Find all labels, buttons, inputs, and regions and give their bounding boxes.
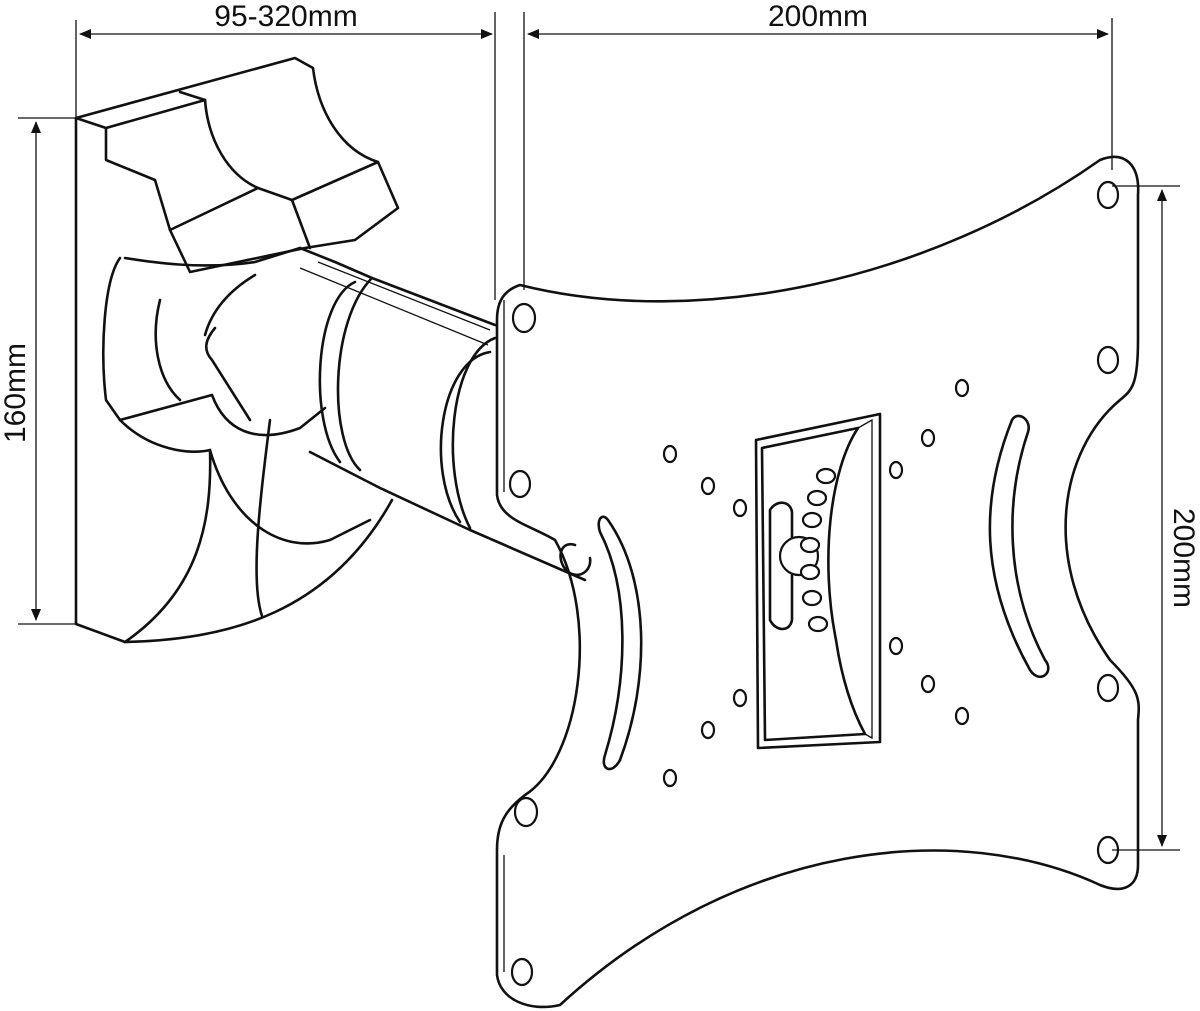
- tilt-slot: [768, 501, 794, 631]
- arm-slide-line: [299, 261, 491, 346]
- vesa-hole: [662, 444, 678, 464]
- arm-collar-4: [451, 336, 497, 530]
- adjust-hole: [815, 467, 837, 485]
- arm-bottom-edge: [308, 450, 587, 582]
- dimension-lines: 95-320mm 200mm 160mm 200mm: [0, 0, 1200, 851]
- vesa-hole: [732, 498, 748, 518]
- curved-slot-right: [988, 414, 1050, 678]
- lower-knuckle-body: [118, 418, 372, 644]
- dim-plate-width-label: 200mm: [768, 0, 868, 33]
- top-cap-seam: [178, 90, 312, 250]
- lower-knuckle-inner: [123, 246, 302, 402]
- adjust-hole: [806, 489, 828, 507]
- mounting-hole-low-right: [1096, 673, 1120, 703]
- adjust-hole: [801, 511, 823, 529]
- mounting-hole-mid-left: [508, 469, 532, 499]
- mounting-hole-bottom-left: [510, 957, 534, 987]
- dim-wall-plate-height-label: 160mm: [0, 343, 32, 443]
- vesa-hole: [662, 768, 678, 788]
- mounting-hole-mid-right: [1096, 345, 1120, 375]
- tilt-bracket-inner: [760, 426, 867, 742]
- vesa-hole: [732, 688, 748, 708]
- tilt-bracket-rim: [857, 418, 873, 740]
- vesa-hole: [700, 720, 716, 740]
- extension-arm: [298, 246, 592, 582]
- vesa-hole: [888, 460, 904, 480]
- arm-top-edge: [298, 246, 497, 327]
- tilt-bracket-frame: [754, 412, 882, 750]
- mid-joint: [203, 273, 257, 422]
- vesa-hole: [920, 674, 936, 694]
- dim-plate-height-label: 200mm: [1167, 508, 1200, 608]
- arm-collar-1: [318, 280, 357, 464]
- wall-bracket: [74, 56, 400, 644]
- adjust-hole: [801, 589, 823, 607]
- mounting-hole-top-left: [511, 302, 537, 334]
- vesa-hole: [888, 636, 904, 656]
- arm-collar-3: [439, 350, 492, 524]
- wall-plate-edge: [74, 116, 394, 644]
- vesa-hole: [954, 706, 970, 726]
- top-cap-front: [104, 98, 380, 232]
- adjust-hole: [807, 615, 829, 633]
- dim-arm-extension-label: 95-320mm: [214, 0, 357, 33]
- vesa-hole: [954, 378, 970, 398]
- mounting-hole-top-right: [1096, 180, 1120, 210]
- vesa-plate-outline: [495, 155, 1141, 1009]
- arm-collar-2: [336, 276, 374, 472]
- mounting-hole-low-left: [513, 796, 539, 828]
- vesa-hole: [920, 428, 936, 448]
- vesa-plate: [495, 155, 1141, 1009]
- adjust-hole: [799, 563, 821, 581]
- vesa-hole: [700, 476, 716, 496]
- adjust-hole: [799, 536, 821, 554]
- lower-knuckle: [102, 256, 327, 437]
- top-cap-block: [74, 56, 400, 274]
- curved-slot-left: [597, 515, 643, 771]
